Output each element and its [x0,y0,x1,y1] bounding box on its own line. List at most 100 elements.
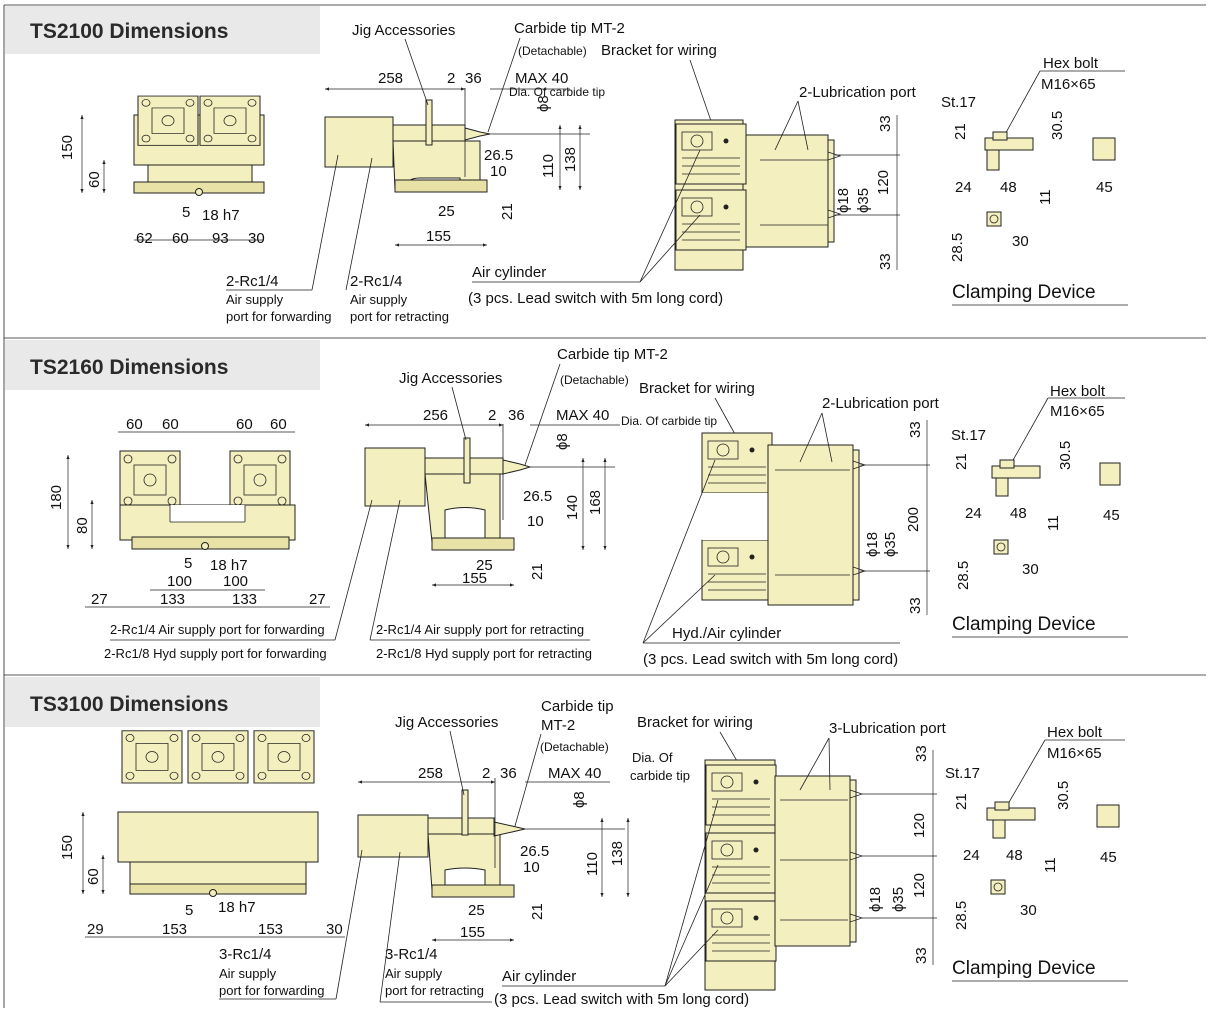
dimension-label: 2-Lubrication port [799,84,917,101]
side-view: 258 2 36 MAX 40 Dia. Of carbide tip ϕ8 2… [357,750,690,942]
front-view: 180 80 60 60 60 60 5 18 h7 100 100 27 13… [48,416,330,608]
dimension-label: Clamping Device [952,282,1096,303]
section-title: TS2100 Dimensions [30,20,228,43]
dimension-label: 2 [488,407,496,424]
dimension-label: 180 [48,485,65,510]
dimension-label: 5 [182,204,190,221]
section-ts2160: TS2160 Dimensions 180 80 60 60 60 60 5 1… [5,340,1128,668]
dimension-label: 60 [172,230,189,247]
dimension-label: 10 [527,513,544,530]
dimension-label: 10 [523,859,540,876]
front-view: 150 60 62 60 93 30 5 18 h7 [59,95,265,247]
dimension-label: ϕ35 [855,188,872,213]
dimension-label: 33 [913,947,930,964]
dimension-label: Bracket for wiring [639,380,755,397]
dimension-label: carbide tip [630,768,690,783]
section-header-bg [5,340,320,390]
dimension-label: 18 h7 [210,557,248,574]
dimension-label: 33 [907,421,924,438]
side-view: 258 2 36 MAX 40 Dia. Of carbide tip ϕ8 2… [324,70,605,247]
dimension-label: ϕ18 [867,887,884,912]
dimension-label: 153 [162,921,187,938]
dimension-label: Air supply [219,966,277,981]
dimension-label: 24 [965,505,982,522]
dimension-label: 2-Lubrication port [822,395,940,412]
dimension-label: 33 [913,745,930,762]
dimension-label: 2 [482,765,490,782]
plan-view: 33 120 33 ϕ18 ϕ35 [674,115,900,271]
dimension-label: 36 [465,70,482,87]
dimension-label: Hex bolt [1050,383,1106,400]
dimension-label: 18 h7 [218,899,256,916]
dimension-label: 138 [609,841,626,866]
dimension-label: 60 [162,416,179,433]
dimension-label: 100 [223,573,248,590]
dimension-label: 3-Lubrication port [829,720,947,737]
dimension-label: 100 [167,573,192,590]
dimension-label: ϕ18 [864,532,881,557]
dimension-label: ϕ18 [835,188,852,213]
dimension-label: 200 [905,507,922,532]
dimension-label: 21 [529,563,546,580]
dimension-label: ϕ8 [571,791,588,808]
dimension-label: Hyd./Air cylinder [672,625,781,642]
section-ts2100: TS2100 Dimensions 150 60 62 60 93 30 5 1… [5,6,1128,324]
dimension-label: MAX 40 [548,765,601,782]
dimension-label: 110 [540,154,557,178]
dimension-label: Air supply [226,292,284,307]
dimension-label: 2 [447,70,455,87]
dimension-label: Dia. Of carbide tip [509,85,605,99]
dimension-label: 133 [232,591,257,608]
dimension-label: Carbide tip MT-2 [557,346,668,363]
dimension-label: 120 [911,873,928,898]
dimension-label: port for retracting [350,309,449,324]
dimension-label: 36 [508,407,525,424]
dimension-label: 155 [460,924,485,941]
dimension-label: 26.5 [520,843,549,860]
dimension-label: 2-Rc1/4 [350,273,403,290]
dimension-label: Hex bolt [1047,724,1103,741]
dimension-label: 155 [462,570,487,587]
dimension-label: 24 [963,847,980,864]
dimension-label: 26.5 [523,488,552,505]
dimension-label: 258 [378,70,403,87]
dimension-label: 29 [87,921,104,938]
section-title: TS2160 Dimensions [30,356,228,379]
dimension-label: St.17 [951,427,986,444]
dimension-label: 120 [911,813,928,838]
dimension-label: 25 [476,557,493,574]
dimension-label: 27 [309,591,326,608]
dimension-label: Dia. Of [632,750,673,765]
front-view: 150 60 5 18 h7 29 153 153 30 [59,730,345,938]
dimension-label: M16×65 [1047,745,1102,762]
dimension-label: 3-Rc1/4 [219,946,272,963]
dimension-label: 11 [1037,189,1054,205]
section-ts3100: TS3100 Dimensions 150 60 5 18 h7 29 153 … [5,677,1128,1008]
dimension-label: 60 [86,171,103,188]
dimension-label: 26.5 [484,147,513,164]
dimension-label: 10 [490,163,507,180]
dimension-label: 33 [877,253,894,270]
dimension-label: M16×65 [1050,403,1105,420]
dimension-label: Air supply [350,292,408,307]
dimension-label: 2-Rc1/4 [226,273,279,290]
dimension-label: 28.5 [953,901,970,930]
dimension-label: 36 [500,765,517,782]
dimension-label: 21 [952,123,969,140]
dimension-label: St.17 [941,94,976,111]
dimension-label: 21 [953,453,970,470]
dimension-label: 11 [1042,857,1059,873]
dimension-label: St.17 [945,765,980,782]
dimension-label: (Detachable) [540,740,609,754]
dimension-label: 30.5 [1055,781,1072,810]
dimension-label: Bracket for wiring [601,42,717,59]
dimension-label: 2-Rc1/8 Hyd supply port for forwarding [104,646,327,661]
dimension-label: ϕ8 [554,433,571,450]
dimension-label: Clamping Device [952,958,1096,979]
dimension-label: 5 [184,555,192,572]
dimension-label: 18 h7 [202,207,240,224]
dimension-label: Jig Accessories [395,714,498,731]
dimension-label: 27 [91,591,108,608]
